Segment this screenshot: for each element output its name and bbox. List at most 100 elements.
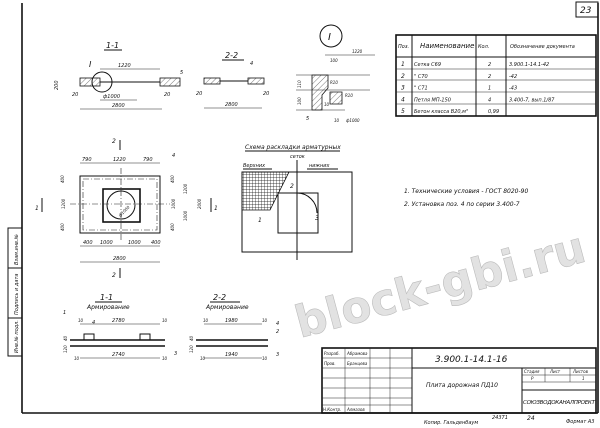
name-checker: Бранцева — [347, 361, 368, 366]
header-doc: Обозначение документа — [510, 44, 575, 50]
svg-text:1000: 1000 — [171, 198, 176, 209]
svg-text:400: 400 — [60, 175, 65, 183]
svg-text:400: 400 — [83, 240, 93, 246]
svg-text:ф1000: ф1000 — [346, 118, 360, 123]
svg-text:2: 2 — [112, 272, 116, 279]
role-checker: Пров. — [324, 361, 336, 366]
table-cell: 3.900.1-14.1-42 — [509, 62, 549, 68]
svg-text:1000: 1000 — [183, 210, 188, 221]
svg-text:сеток: сеток — [290, 154, 305, 160]
section-1-1: 1-1 1220 I 5 200 2800 ф1000 20 20 — [54, 41, 183, 110]
specification-table: Поз. Наименование Кол. Обозначение докум… — [395, 34, 597, 117]
svg-text:4: 4 — [92, 320, 95, 326]
svg-text:10: 10 — [334, 118, 340, 123]
svg-text:1940: 1940 — [225, 352, 238, 358]
svg-text:нижних: нижних — [309, 163, 330, 169]
svg-text:2780: 2780 — [112, 318, 125, 324]
sheets-value: 1 — [582, 376, 585, 381]
table-cell: 2 — [488, 74, 491, 80]
svg-text:2: 2 — [112, 138, 116, 145]
note-1: 1. Технические условия - ГОСТ 8020-90 — [404, 188, 528, 195]
watermark: block-gbi.ru — [290, 222, 591, 348]
name-developer: Абрамова — [346, 351, 368, 356]
svg-text:400: 400 — [170, 175, 175, 183]
svg-text:120: 120 — [63, 345, 68, 353]
svg-text:4: 4 — [276, 321, 279, 327]
svg-text:1980: 1980 — [225, 318, 238, 324]
table-cell: Петля МП-150 — [414, 97, 451, 103]
svg-text:1200: 1200 — [183, 183, 188, 194]
svg-text:Армирование: Армирование — [86, 304, 130, 311]
svg-text:R10: R10 — [345, 93, 353, 98]
table-cell: Сетка С69 — [414, 62, 441, 68]
svg-text:400: 400 — [60, 223, 65, 231]
table-cell: 0,99 — [488, 109, 499, 115]
svg-text:3: 3 — [315, 215, 319, 222]
svg-text:ф1000: ф1000 — [103, 94, 120, 100]
header-name: Наименование — [420, 42, 474, 50]
svg-text:1220: 1220 — [113, 157, 126, 163]
sheets-header: Листов — [572, 369, 589, 374]
section-2-2: 2-2 4 2800 20 20 — [196, 51, 269, 109]
reinforcement-2-2: 2-2 Армирование 1980 1940 10 10 10 10 40… — [189, 293, 279, 361]
svg-text:1-1: 1-1 — [100, 293, 113, 302]
svg-text:2800: 2800 — [112, 103, 125, 109]
svg-text:790: 790 — [143, 157, 153, 163]
svg-text:I: I — [89, 60, 92, 69]
svg-text:120: 120 — [189, 345, 194, 353]
side-stamp: Инв.№ подл. Подпись и дата Взам.инв.№ — [7, 227, 23, 357]
document-name: Плита дорожная ПД10 — [426, 382, 498, 389]
stage-header: Стадия — [524, 369, 540, 374]
svg-text:10: 10 — [324, 102, 330, 107]
svg-text:100: 100 — [330, 58, 338, 63]
svg-text:Верхних: Верхних — [243, 163, 265, 169]
role-developer: Разраб. — [324, 351, 340, 356]
svg-text:2000: 2000 — [197, 198, 202, 209]
svg-text:1200: 1200 — [61, 198, 66, 209]
table-cell: -43 — [509, 86, 517, 92]
table-cell: -42 — [509, 74, 517, 80]
svg-text:ф1000: ф1000 — [117, 204, 130, 217]
detail-i: I 1220 100 110 100 R10 R10 10 5 10 ф1000 — [296, 24, 375, 123]
reinforcement-1-1: 1-1 Армирование 2780 2740 10 10 10 10 40… — [63, 293, 177, 361]
svg-text:400: 400 — [151, 240, 161, 246]
svg-text:3: 3 — [276, 352, 279, 358]
svg-text:40: 40 — [189, 335, 194, 341]
svg-text:110: 110 — [297, 80, 302, 88]
role-normcontrol: Н.Контр. — [323, 407, 341, 412]
svg-text:10: 10 — [203, 318, 209, 323]
table-cell: 2 — [488, 62, 491, 68]
name-normcontrol: Алмазов — [346, 407, 365, 412]
table-cell: Бетон класса В20,м³ — [414, 109, 468, 115]
svg-text:40: 40 — [63, 335, 68, 341]
stamp-inv-label: Инв.№ подл. — [14, 320, 20, 353]
svg-text:2800: 2800 — [113, 256, 126, 262]
table-cell: 1 — [401, 61, 405, 68]
svg-text:I: I — [328, 32, 331, 43]
svg-text:3: 3 — [174, 351, 177, 357]
svg-text:Армирование: Армирование — [205, 304, 249, 311]
svg-text:20: 20 — [263, 91, 269, 97]
svg-text:4: 4 — [172, 153, 175, 159]
sheet-header: Лист — [549, 369, 561, 374]
svg-text:790: 790 — [82, 157, 92, 163]
svg-text:2-2: 2-2 — [225, 51, 238, 60]
svg-text:5: 5 — [306, 116, 309, 122]
table-cell: " С71 — [414, 86, 428, 92]
table-cell: 1 — [488, 86, 491, 92]
table-cell: 5 — [401, 108, 405, 115]
svg-text:2740: 2740 — [112, 352, 125, 358]
svg-text:1: 1 — [258, 217, 262, 224]
mesh-scheme: Схема раскладки арматурных сеток Верхних… — [241, 144, 353, 260]
svg-text:20: 20 — [164, 92, 170, 98]
copier: Копир. Гальденбаум — [424, 420, 478, 426]
header-pos: Поз. — [398, 44, 409, 50]
order-number: 24371 — [492, 415, 508, 421]
svg-text:1220: 1220 — [352, 49, 363, 54]
svg-text:100: 100 — [297, 97, 302, 105]
table-cell: 4 — [488, 97, 491, 103]
table-cell: " С70 — [414, 74, 428, 80]
title-block: Разраб. Пров. Н.Контр. Абрамова Бранцева… — [321, 347, 597, 414]
header-qty: Кол. — [478, 44, 489, 50]
